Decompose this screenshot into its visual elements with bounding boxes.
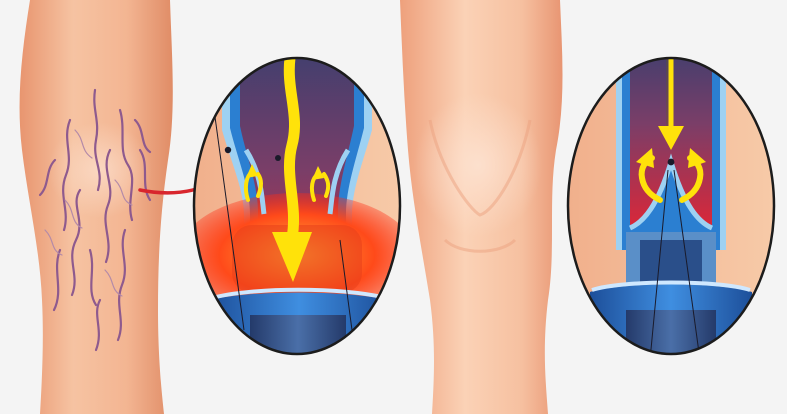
venous-valve-illustration <box>0 0 787 414</box>
illustration-canvas <box>0 0 787 414</box>
